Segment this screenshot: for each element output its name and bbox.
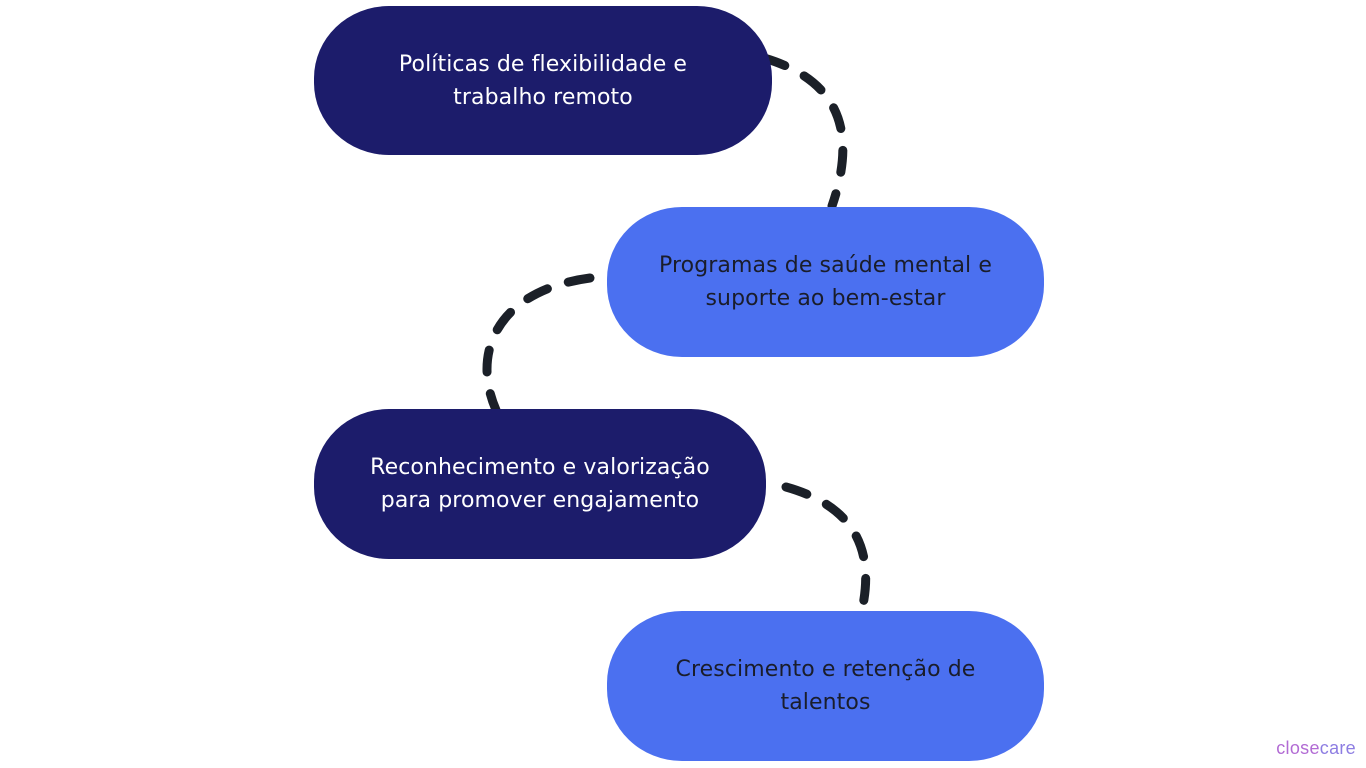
step-node-2: Programas de saúde mental e suporte ao b… bbox=[607, 207, 1044, 357]
logo-part-close: close bbox=[1276, 738, 1320, 758]
step-node-1-label: Políticas de flexibilidade e trabalho re… bbox=[398, 51, 688, 110]
connector-2-3 bbox=[482, 273, 595, 415]
closecare-logo: closecare bbox=[1276, 738, 1356, 759]
step-node-4: Crescimento e retenção de talentos bbox=[607, 611, 1044, 761]
logo-part-care: care bbox=[1319, 738, 1356, 758]
connector-3-4 bbox=[781, 482, 871, 615]
step-node-3: Reconhecimento e valorização para promov… bbox=[314, 409, 766, 559]
connector-1-2 bbox=[759, 53, 848, 211]
step-node-1: Políticas de flexibilidade e trabalho re… bbox=[314, 6, 772, 155]
step-node-3-label: Reconhecimento e valorização para promov… bbox=[370, 455, 710, 513]
step-node-2-label: Programas de saúde mental e suporte ao b… bbox=[659, 253, 992, 311]
step-node-4-label: Crescimento e retenção de talentos bbox=[675, 657, 976, 715]
